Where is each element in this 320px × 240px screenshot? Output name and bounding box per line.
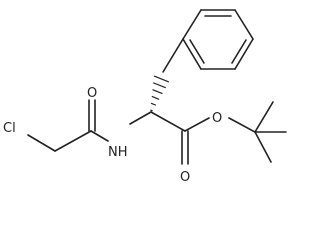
ester-ether-oxygen-label: O xyxy=(212,111,222,126)
tert-methyl-up-bond xyxy=(254,101,274,133)
ring-to-ch2-bond xyxy=(162,38,184,73)
amide-nh-label: NH xyxy=(108,145,128,160)
carbonyl-to-ch2-bond xyxy=(54,130,92,152)
molecule-diagram: Cl NH O O O xyxy=(3,9,287,185)
hash-line-2 xyxy=(150,102,157,106)
nh-to-carbonyl-bond xyxy=(90,130,109,142)
molecule-structure: Cl NH O O O xyxy=(3,9,287,185)
chlorine-label: Cl xyxy=(3,121,16,136)
hash-line-1 xyxy=(150,109,153,112)
stereo-hashed-wedge xyxy=(150,75,170,112)
hash-line-5 xyxy=(153,82,166,89)
ring-bond-3 xyxy=(234,38,254,70)
alpha-to-nh-bond xyxy=(129,111,152,125)
alpha-to-ester-carbon-bond xyxy=(150,111,186,132)
amide-oxygen-label: O xyxy=(87,86,97,101)
hash-line-6 xyxy=(153,75,170,83)
benzene-ring xyxy=(182,9,254,70)
ring-double-bond-2 xyxy=(231,39,247,64)
ring-bond-2 xyxy=(234,9,254,40)
ester-carbonyl-oxygen-label: O xyxy=(180,170,190,185)
ch2-to-cl-bond xyxy=(27,134,56,152)
ester-carbon-to-o-bond xyxy=(184,117,210,132)
ring-bond-6 xyxy=(182,9,202,40)
hash-line-4 xyxy=(152,89,163,95)
tert-methyl-down-bond xyxy=(254,131,272,163)
ring-double-bond-3 xyxy=(189,39,205,64)
hash-line-3 xyxy=(151,95,160,100)
o-to-tert-carbon-bond xyxy=(228,117,256,133)
ring-bond-5 xyxy=(182,38,202,70)
